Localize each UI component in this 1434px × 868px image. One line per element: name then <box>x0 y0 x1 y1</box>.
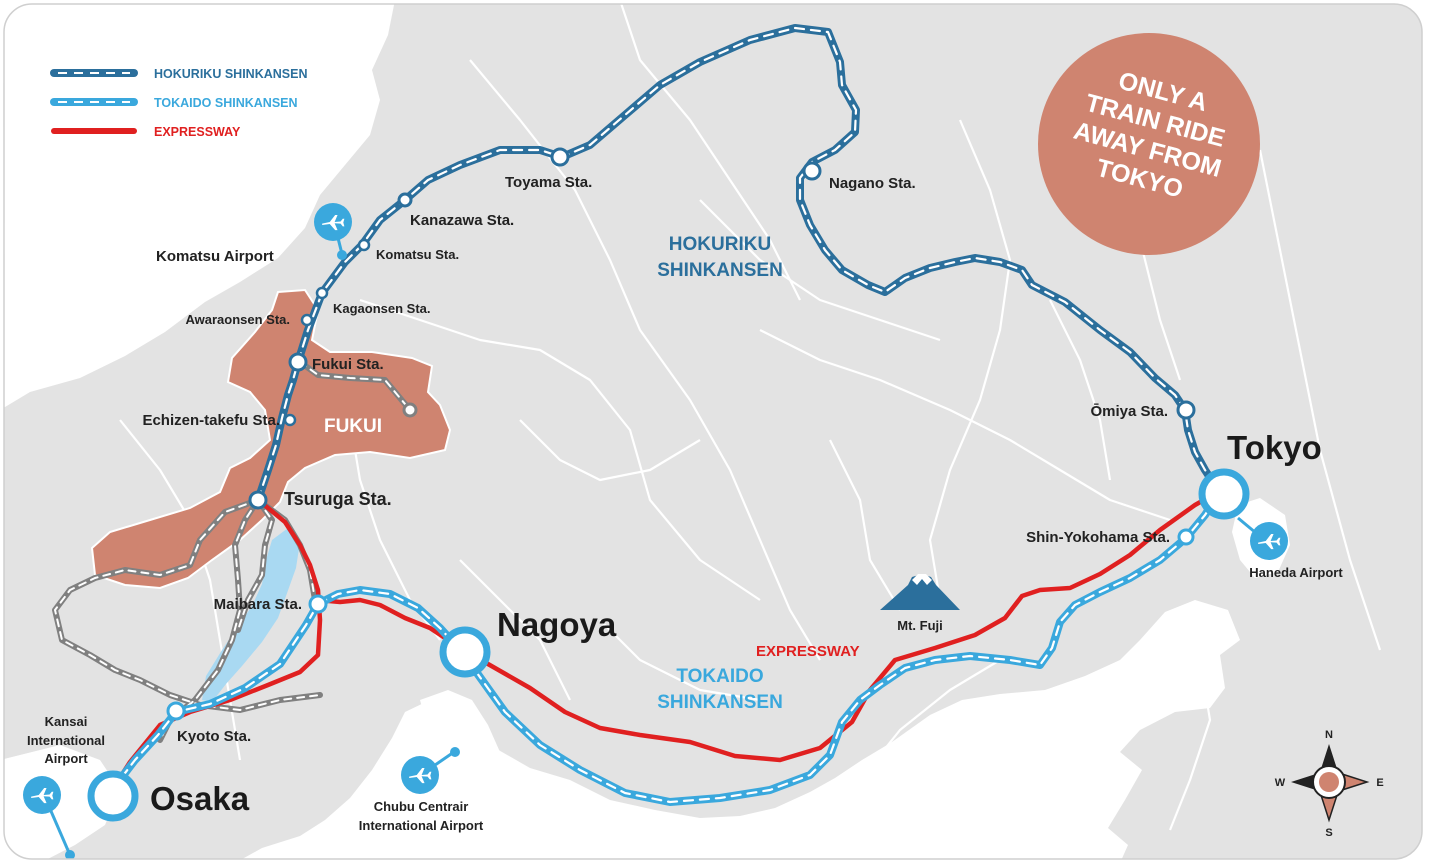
label-toyama: Toyama Sta. <box>505 174 592 191</box>
station-marker-fukui-branch-end <box>402 402 418 418</box>
label-mt-fuji: Mt. Fuji <box>897 618 943 633</box>
expressway-map-label: EXPRESSWAY <box>756 643 860 660</box>
mt-fuji-icon <box>880 574 960 610</box>
label-omiya: Ōmiya Sta. <box>1090 403 1168 420</box>
station-marker-kagaonsen[interactable] <box>315 286 329 300</box>
city-marker-nagoya[interactable] <box>439 626 491 678</box>
fukui-region <box>90 288 452 590</box>
tokaido-shinkansen-line <box>108 491 1222 806</box>
station-marker-maibara[interactable] <box>308 594 328 614</box>
map-legend: HOKURIKU SHINKANSEN TOKAIDO SHINKANSEN E… <box>50 67 307 139</box>
compass-e: E <box>1376 777 1383 789</box>
kansai-airport[interactable] <box>23 776 75 860</box>
label-kagaonsen: Kagaonsen Sta. <box>333 301 431 316</box>
station-marker-toyama[interactable] <box>550 147 570 167</box>
legend-label-tokaido: TOKAIDO SHINKANSEN <box>154 96 298 110</box>
city-marker-osaka[interactable] <box>87 770 139 822</box>
station-markers <box>87 147 1250 822</box>
komatsu-airport[interactable] <box>314 203 352 260</box>
label-haneda-airport: Haneda Airport <box>1249 565 1343 580</box>
ise-bay <box>420 690 500 795</box>
label-nagano: Nagano Sta. <box>829 175 916 192</box>
station-marker-kyoto[interactable] <box>166 701 186 721</box>
city-marker-tokyo[interactable] <box>1198 468 1250 520</box>
station-marker-fukui[interactable] <box>288 352 308 372</box>
label-komatsu-airport: Komatsu Airport <box>156 248 274 265</box>
label-tsuruga: Tsuruga Sta. <box>284 489 392 509</box>
haneda-airport[interactable] <box>1237 516 1288 560</box>
legend-item-expressway[interactable]: EXPRESSWAY <box>51 125 241 139</box>
station-marker-nagano[interactable] <box>802 161 822 181</box>
hokuriku-line-label-2: SHINKANSEN <box>657 260 783 281</box>
station-marker-komatsu[interactable] <box>357 238 371 252</box>
station-marker-tsuruga[interactable] <box>248 490 268 510</box>
label-nagoya: Nagoya <box>497 606 617 643</box>
label-chubu-airport-1: Chubu Centrair <box>374 799 469 814</box>
compass-s: S <box>1325 827 1332 839</box>
label-echizen: Echizen-takefu Sta. <box>142 412 280 429</box>
legend-label-hokuriku: HOKURIKU SHINKANSEN <box>154 67 307 81</box>
station-marker-awaraonsen[interactable] <box>300 313 314 327</box>
station-marker-echizen[interactable] <box>283 413 297 427</box>
label-osaka: Osaka <box>150 780 250 817</box>
label-shinyokohama: Shin-Yokohama Sta. <box>1026 529 1170 546</box>
tokaido-line-label-2: SHINKANSEN <box>657 692 783 713</box>
hokuriku-shinkansen-line <box>254 24 1222 504</box>
label-kansai-airport-1: Kansai <box>45 714 88 729</box>
compass-n: N <box>1325 729 1333 741</box>
label-kanazawa: Kanazawa Sta. <box>410 212 514 229</box>
label-awaraonsen: Awaraonsen Sta. <box>185 312 290 327</box>
label-kansai-airport-3: Airport <box>44 751 88 766</box>
station-marker-omiya[interactable] <box>1176 400 1196 420</box>
osaka-bay <box>4 745 120 859</box>
label-maibara: Maibara Sta. <box>214 596 302 613</box>
label-fukui: Fukui Sta. <box>312 356 384 373</box>
label-kansai-airport-2: International <box>27 733 105 748</box>
station-marker-shinyokohama[interactable] <box>1177 528 1195 546</box>
map-card-border <box>3 3 1423 860</box>
legend-label-expressway: EXPRESSWAY <box>154 125 241 139</box>
chubu-airport[interactable] <box>401 747 460 794</box>
promo-badge: ONLY A TRAIN RIDE AWAY FROM TOKYO <box>1038 33 1260 255</box>
legend-item-hokuriku[interactable]: HOKURIKU SHINKANSEN <box>50 67 307 81</box>
label-tokyo: Tokyo <box>1227 429 1322 466</box>
compass-w: W <box>1275 777 1286 789</box>
fukui-region-label: FUKUI <box>324 416 382 437</box>
compass-rose: N S W E <box>1275 729 1384 839</box>
label-chubu-airport-2: International Airport <box>359 818 484 833</box>
airports <box>23 203 1288 860</box>
legend-item-tokaido[interactable]: TOKAIDO SHINKANSEN <box>50 96 298 110</box>
label-komatsu: Komatsu Sta. <box>376 247 459 262</box>
station-marker-kanazawa[interactable] <box>397 192 413 208</box>
hokuriku-line-label-1: HOKURIKU <box>669 234 771 255</box>
label-kyoto: Kyoto Sta. <box>177 728 251 745</box>
tokaido-line-label-1: TOKAIDO <box>676 666 763 687</box>
